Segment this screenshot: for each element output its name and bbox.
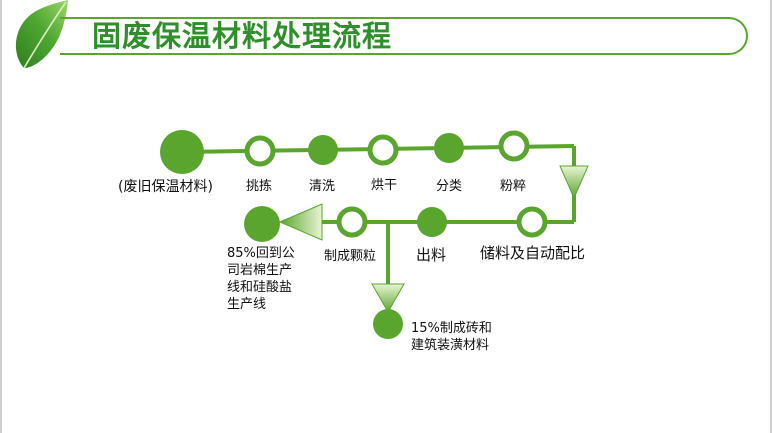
label-start: (废旧保温材料) bbox=[118, 179, 213, 195]
arrow-left bbox=[278, 203, 323, 241]
label-sort: 分类 bbox=[436, 179, 463, 194]
slide-right-border bbox=[770, 0, 772, 433]
node-recycle85 bbox=[244, 206, 280, 242]
label-dry: 烘干 bbox=[371, 178, 398, 193]
node-sort bbox=[434, 133, 464, 163]
label-recycle85: 85%回到公司岩棉生产线和硅酸盐生产线 bbox=[227, 246, 295, 312]
arrow-down-right bbox=[559, 165, 589, 200]
label-output: 出料 bbox=[416, 246, 447, 264]
label-mix: 储料及自动配比 bbox=[480, 244, 586, 262]
node-start bbox=[160, 130, 204, 174]
node-granule bbox=[336, 206, 368, 238]
label-wash: 清洗 bbox=[309, 179, 336, 194]
arrow-down-branch bbox=[371, 283, 405, 314]
label-pick: 挑拣 bbox=[246, 179, 273, 194]
node-pick bbox=[244, 135, 276, 167]
node-dry bbox=[367, 134, 399, 166]
label-granule: 制成颗粒 bbox=[324, 249, 377, 264]
title-bar bbox=[60, 17, 748, 55]
node-crush bbox=[498, 130, 530, 162]
slide-left-border bbox=[0, 0, 2, 433]
leaf-icon bbox=[15, 0, 69, 69]
node-mix bbox=[516, 206, 548, 238]
node-wash bbox=[308, 135, 338, 165]
label-recycle15: 15%制成砖和建筑装潢材料 bbox=[411, 321, 492, 353]
node-output bbox=[417, 207, 447, 237]
label-crush: 粉粹 bbox=[500, 179, 527, 194]
page-title: 固废保温材料处理流程 bbox=[92, 19, 393, 53]
node-recycle15 bbox=[373, 309, 403, 339]
